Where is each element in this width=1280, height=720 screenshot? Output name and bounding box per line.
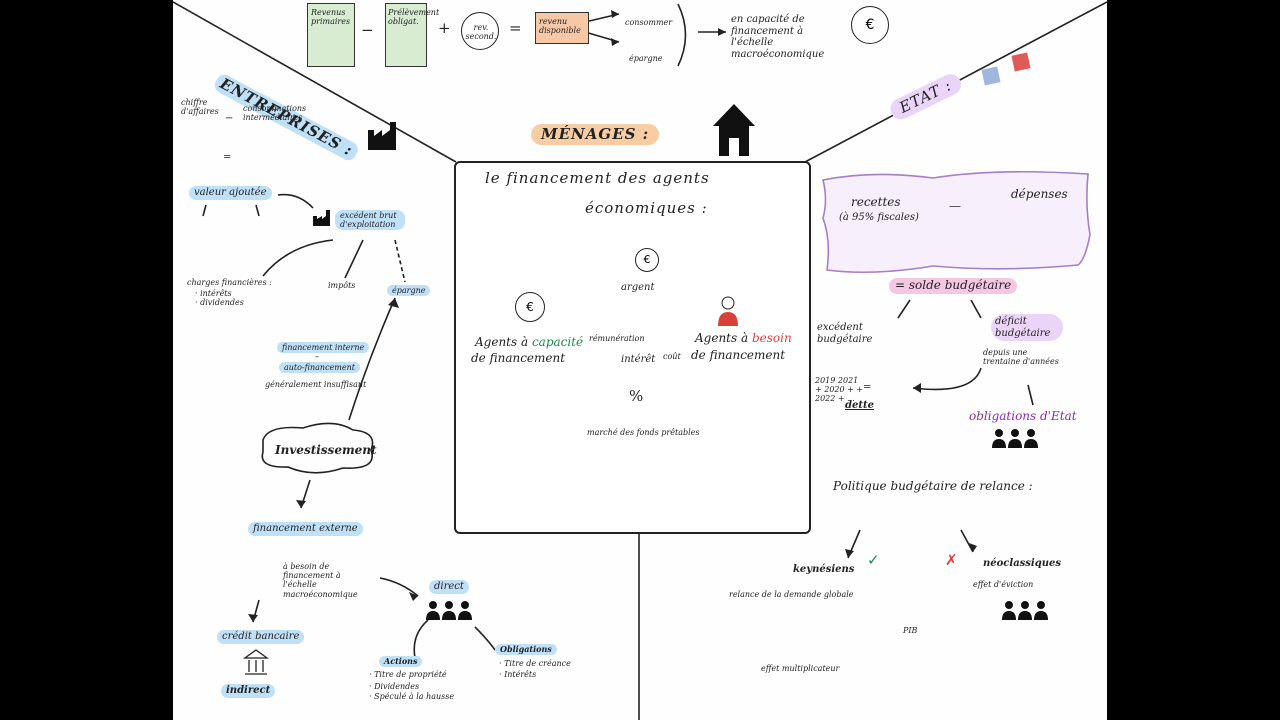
solde-budgetaire-label: = solde budgétaire xyxy=(889,278,1018,294)
rev-secondaire-coin: rev. second. xyxy=(461,12,499,50)
multiplicateur-label: effet multiplicateur xyxy=(761,664,840,673)
ent-equals: = xyxy=(223,152,232,163)
percent-label: % xyxy=(629,387,644,405)
impots-label: impôts xyxy=(328,281,356,290)
depenses-label: dépenses xyxy=(1011,187,1068,201)
capacite-header-text: en capacité de financement à l'échelle m… xyxy=(731,14,825,60)
interet-label: intérêt xyxy=(621,354,656,365)
revenus-primaires-note: Revenus primaires xyxy=(307,3,355,67)
direct-label: direct xyxy=(429,580,469,594)
op-minus: − xyxy=(361,21,374,39)
cross-icon: ✗ xyxy=(945,551,958,569)
investissement-label: Investissement xyxy=(275,443,377,457)
house-icon xyxy=(711,102,757,158)
check-icon: ✓ xyxy=(867,551,880,569)
revenu-disponible-label: revenu disponible xyxy=(539,17,581,36)
menages-title: MÉNAGES : xyxy=(531,124,660,146)
fiscales-label: (à 95% fiscales) xyxy=(839,212,919,223)
dette-label: dette xyxy=(845,400,874,411)
generalement-label: généralement insuffisant xyxy=(265,380,367,389)
whiteboard: Revenus primaires − Prélèvement obligat.… xyxy=(173,0,1107,720)
factory-icon xyxy=(368,122,398,150)
charges-label: charges financières : xyxy=(187,278,272,287)
remuneration-label: rémunération xyxy=(589,334,645,343)
argent-label: argent xyxy=(621,282,655,293)
financement-interne-label: financement interne xyxy=(277,342,370,354)
flag-red-icon xyxy=(1011,52,1031,72)
people-group-etat-icon xyxy=(991,428,1039,450)
keynesiens-label: keynésiens xyxy=(793,564,855,575)
financement-dash: – xyxy=(315,352,319,361)
consommer-label: consommer xyxy=(625,18,673,27)
excedent-budgetaire-label: excédent budgétaire xyxy=(817,322,873,345)
etat-equals: = xyxy=(863,382,872,393)
obligations-etat-label: obligations d'Etat xyxy=(969,409,1077,423)
obligations-interets: · Intérêts xyxy=(499,670,537,679)
money-bag-icon: € xyxy=(851,6,889,44)
financement-externe-label: financement externe xyxy=(248,522,363,536)
money-hand-icon: € xyxy=(515,292,545,322)
actions-titre: · Titre de propriété xyxy=(369,670,447,679)
flag-blue-icon xyxy=(981,66,1001,86)
revenu-disponible-envelope: revenu disponible xyxy=(535,12,589,44)
bank-icon xyxy=(243,648,269,676)
agents-besoin-suffix: de financement xyxy=(691,348,786,362)
indirect-label: indirect xyxy=(221,684,276,698)
epargne-header-label: épargne xyxy=(629,54,663,63)
factory-small-icon xyxy=(313,210,331,226)
people-group-icon xyxy=(425,600,473,622)
marche-label: marché des fonds prêtables xyxy=(587,428,700,437)
rev-secondaire-label: rev. second. xyxy=(465,23,497,42)
politique-budgetaire-label: Politique budgétaire de relance : xyxy=(833,479,1033,493)
obligations-ent-label: Obligations xyxy=(495,644,557,656)
revenus-primaires-label: Revenus primaires xyxy=(311,8,351,27)
auto-financement-label: auto-financement xyxy=(279,362,360,374)
op-plus: + xyxy=(438,19,451,37)
charges-dividendes: · dividendes xyxy=(195,298,244,307)
actions-label: Actions xyxy=(379,656,423,668)
op-equals: = xyxy=(509,19,522,37)
prelevement-note: Prélèvement obligat. xyxy=(385,3,440,67)
etat-dash: — xyxy=(949,199,961,213)
center-title-line2: économiques : xyxy=(585,199,708,217)
people-group-neo-icon xyxy=(1001,600,1049,622)
diagram-lines xyxy=(173,1,1107,720)
epargne-ent-label: épargne xyxy=(387,285,431,297)
years-label: 2019 2021 + 2020 + + 2022 + ... xyxy=(815,376,864,404)
consommations-label: consommations intermédiaires xyxy=(243,104,307,123)
person-icon xyxy=(717,296,739,326)
agents-capacite-suffix: de financement xyxy=(471,351,566,365)
center-financement-box xyxy=(454,161,811,534)
chiffre-affaires-label: chiffre d'affaires xyxy=(181,98,219,117)
agents-capacite-label: Agents à capacité xyxy=(475,335,584,349)
credit-bancaire-label: crédit bancaire xyxy=(217,630,305,644)
coin-icon: € xyxy=(635,248,659,272)
agents-besoin-label: Agents à besoin xyxy=(695,331,792,345)
besoin-ent-label: à besoin de financement à l'échelle macr… xyxy=(283,562,358,599)
neoclassiques-label: néoclassiques xyxy=(983,558,1061,569)
eviction-label: effet d'éviction xyxy=(973,580,1034,589)
obligations-titre: · Titre de créance xyxy=(499,659,571,668)
deficit-budgetaire-label: déficit budgétaire xyxy=(991,314,1063,341)
recettes-label: recettes xyxy=(851,195,901,209)
prelevement-label: Prélèvement obligat. xyxy=(388,8,440,27)
cout-label: coût xyxy=(663,352,681,361)
center-title-line1: le financement des agents xyxy=(485,169,710,187)
pib-label: PIB xyxy=(903,626,918,635)
charges-interets: · intérêts xyxy=(195,289,232,298)
actions-specule: · Spéculé à la hausse xyxy=(369,692,455,701)
ent-op-minus: − xyxy=(225,113,234,124)
relance-label: relance de la demande globale xyxy=(729,590,854,599)
depuis-label: depuis une trentaine d'années xyxy=(983,348,1059,367)
valeur-ajoutee-label: valeur ajoutée xyxy=(189,186,272,200)
actions-dividendes: · Dividendes xyxy=(369,682,420,691)
excedent-label: excédent brut d'exploitation xyxy=(335,210,405,231)
